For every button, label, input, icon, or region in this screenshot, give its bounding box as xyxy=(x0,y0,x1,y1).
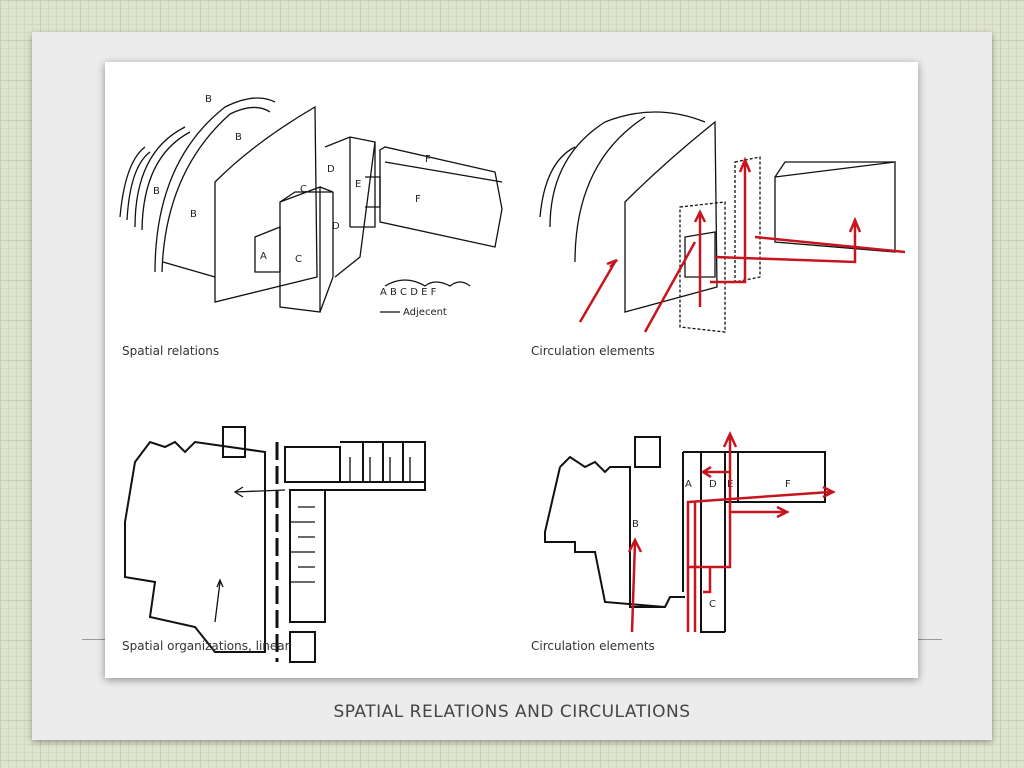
svg-text:F: F xyxy=(425,154,431,165)
caption-circulation-elements-top: Circulation elements xyxy=(531,344,655,358)
diagram-image: B B B B A C C D D E F F A B C D E F Adje… xyxy=(105,62,918,678)
spatial-relations-drawing: B B B B A C C D D E F F A B C D E F Adje… xyxy=(119,94,503,318)
svg-text:E: E xyxy=(355,179,361,190)
svg-text:D: D xyxy=(327,164,335,175)
slide-title: SPATIAL RELATIONS AND CIRCULATIONS xyxy=(333,702,691,722)
svg-text:B: B xyxy=(190,209,197,220)
svg-text:D: D xyxy=(332,221,340,232)
svg-text:A B C D E F: A B C D E F xyxy=(380,287,437,298)
slide: B B B B A C C D D E F F A B C D E F Adje… xyxy=(32,32,992,740)
caption-spatial-organizations: Spatial organizations, linear xyxy=(122,639,290,653)
svg-text:B: B xyxy=(153,186,160,197)
circulation-plan-drawing: A B C D E F xyxy=(544,431,836,633)
svg-text:B: B xyxy=(235,132,242,143)
linear-organization-drawing xyxy=(124,426,426,663)
svg-text:A: A xyxy=(685,479,692,490)
caption-circulation-elements-bottom: Circulation elements xyxy=(531,639,655,653)
svg-text:F: F xyxy=(415,194,421,205)
svg-text:C: C xyxy=(709,599,716,610)
svg-text:B: B xyxy=(632,519,639,530)
caption-spatial-relations: Spatial relations xyxy=(122,344,220,358)
circulation-3d-drawing xyxy=(539,111,906,333)
svg-text:A: A xyxy=(260,251,267,262)
svg-text:C: C xyxy=(300,184,307,195)
sketch-drawings: B B B B A C C D D E F F A B C D E F Adje… xyxy=(119,94,906,663)
svg-text:C: C xyxy=(295,254,302,265)
svg-text:B: B xyxy=(205,94,212,105)
svg-text:F: F xyxy=(785,479,791,490)
svg-text:D: D xyxy=(709,479,717,490)
svg-text:Adjecent: Adjecent xyxy=(403,307,447,318)
